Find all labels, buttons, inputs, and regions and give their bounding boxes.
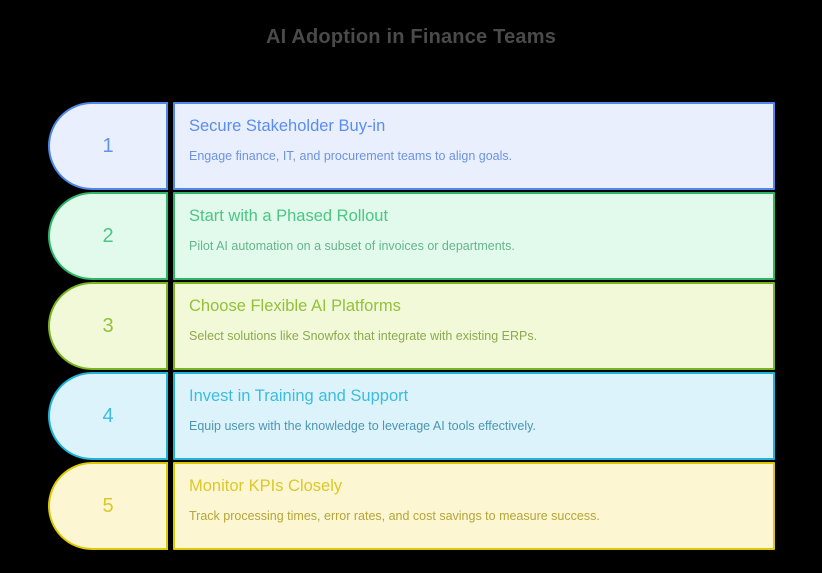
step-divider <box>168 462 173 550</box>
step-number-badge: 4 <box>48 372 168 460</box>
step-description: Pilot AI automation on a subset of invoi… <box>189 238 515 253</box>
step-number-badge: 2 <box>48 192 168 280</box>
step-divider <box>168 192 173 280</box>
step-divider <box>168 102 173 190</box>
step-heading: Invest in Training and Support <box>189 387 409 405</box>
page-title: AI Adoption in Finance Teams <box>265 26 557 48</box>
step-heading: Start with a Phased Rollout <box>189 207 389 225</box>
step-heading: Monitor KPIs Closely <box>189 477 343 495</box>
step-number-badge: 1 <box>48 102 168 190</box>
step-divider <box>168 372 173 460</box>
step-heading: Choose Flexible AI Platforms <box>189 297 401 315</box>
step-number-badge: 3 <box>48 282 168 370</box>
step-divider <box>168 282 173 370</box>
step-description: Track processing times, error rates, and… <box>189 508 600 523</box>
step-heading: Secure Stakeholder Buy-in <box>189 117 386 135</box>
step-description: Engage finance, IT, and procurement team… <box>189 148 513 163</box>
step-description: Equip users with the knowledge to levera… <box>189 418 536 433</box>
step-description: Select solutions like Snowfox that integ… <box>189 328 538 343</box>
step-number-badge: 5 <box>48 462 168 550</box>
